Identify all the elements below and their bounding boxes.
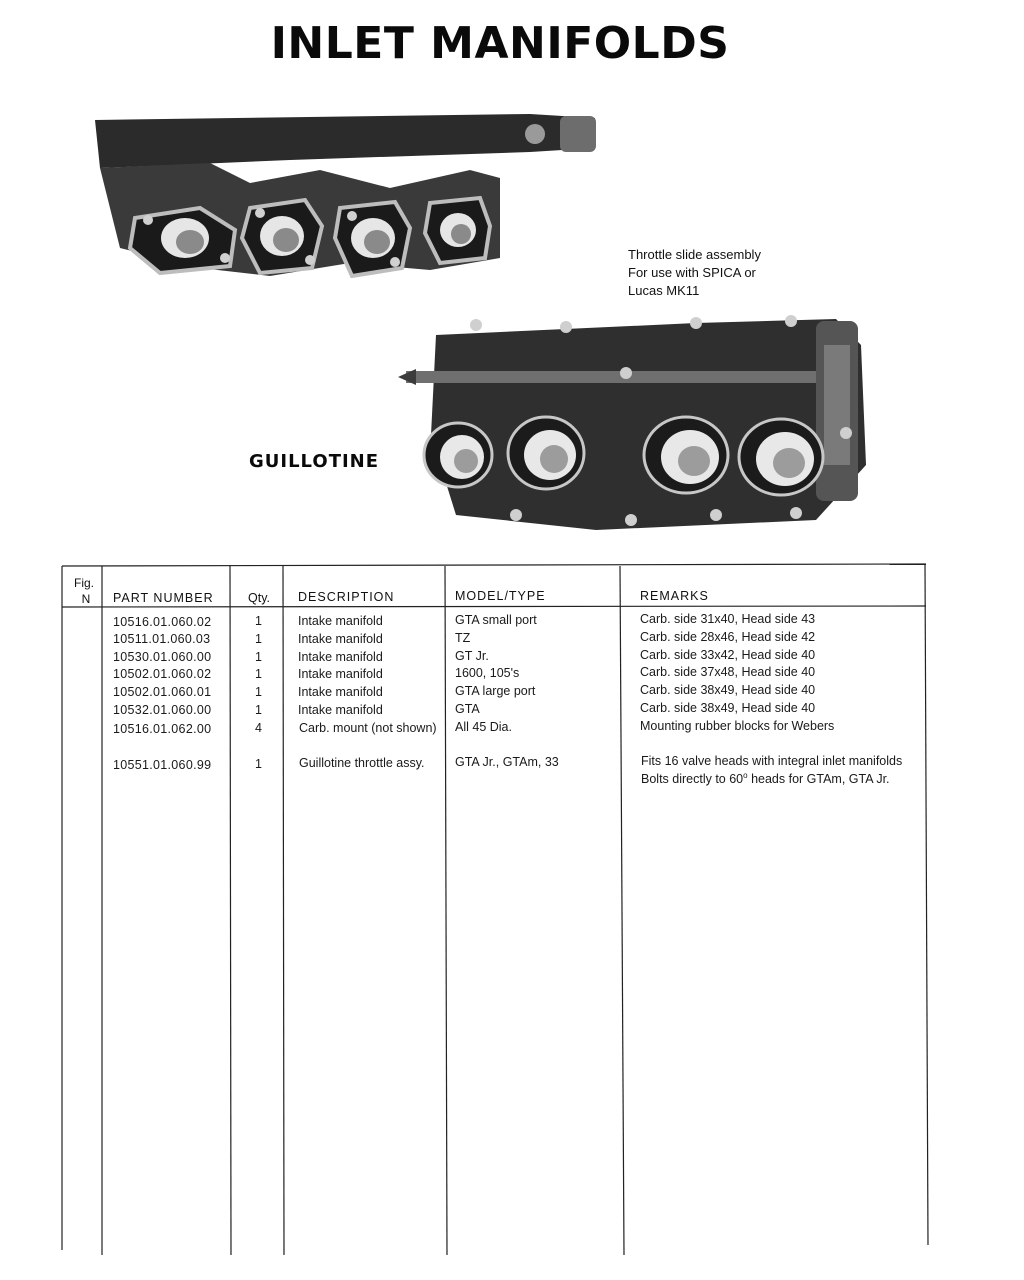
remarks-cell: Fits 16 valve heads with integral inlet … [641,754,903,768]
model-cell: GT Jr. [455,649,489,663]
description-cell: Guillotine throttle assy. [299,756,425,770]
part-number-cell: 10516.01.062.00 [113,722,212,736]
model-cell: All 45 Dia. [455,720,512,734]
qty-cell: 1 [255,757,262,771]
qty-cell: 1 [255,614,262,628]
description-cell: Intake manifold [298,632,383,646]
remarks-cell: Carb. side 38x49, Head side 40 [640,683,816,697]
header-fig-line2: N [81,592,91,606]
remarks-cell-line2: Bolts directly to 60o heads for GTAm, GT… [641,771,890,786]
remarks-cell: Carb. side 33x42, Head side 40 [640,648,816,662]
manifold-photo [90,108,610,293]
caption-line: Throttle slide assembly [628,247,761,262]
description-cell: Intake manifold [298,614,383,628]
guillotine-label: GUILLOTINE [249,451,380,472]
header-description: DESCRIPTION [298,590,395,604]
guillotine-photo [396,315,881,537]
model-cell: TZ [455,631,471,645]
part-number-cell: 10502.01.060.02 [113,667,212,681]
caption-line: For use with SPICA or [628,265,756,280]
header-fig: Fig. N [74,575,94,607]
header-model-type: MODEL/TYPE [455,589,546,603]
remarks-cell: Carb. side 28x46, Head side 42 [640,630,816,644]
part-number-cell: 10511.01.060.03 [113,632,211,646]
description-cell: Carb. mount (not shown) [299,721,437,735]
part-number-cell: 10530.01.060.00 [113,650,212,664]
qty-cell: 1 [255,650,262,664]
part-number-cell: 10516.01.060.02 [113,615,212,629]
header-fig-line1: Fig. [74,576,95,590]
qty-cell: 1 [255,685,262,699]
qty-cell: 4 [255,721,262,735]
caption-line: Lucas MK11 [628,283,700,298]
remarks-text: heads for GTAm, GTA Jr. [747,772,890,787]
header-part-number: PART NUMBER [113,591,214,605]
description-cell: Intake manifold [298,650,383,664]
description-cell: Intake manifold [298,667,383,681]
description-cell: Intake manifold [298,703,383,717]
header-qty: Qty. [248,591,270,605]
part-number-cell: 10502.01.060.01 [113,685,212,699]
throttle-caption: Throttle slide assembly For use with SPI… [628,246,761,300]
model-cell: GTA [455,702,480,716]
qty-cell: 1 [255,632,262,646]
header-remarks: REMARKS [640,589,709,603]
description-cell: Intake manifold [298,685,383,699]
part-number-cell: 10532.01.060.00 [113,703,212,717]
page-title: INLET MANIFOLDS [270,18,730,69]
degree-mark: o [743,771,748,780]
model-cell: GTA large port [455,684,536,698]
remarks-cell: Carb. side 31x40, Head side 43 [640,612,816,626]
qty-cell: 1 [255,703,262,717]
remarks-cell: Mounting rubber blocks for Webers [640,719,835,733]
model-cell: 1600, 105's [455,666,520,680]
remarks-cell: Carb. side 38x49, Head side 40 [640,701,816,715]
qty-cell: 1 [255,667,262,681]
part-number-cell: 10551.01.060.99 [113,758,212,772]
model-cell: GTA small port [455,613,537,627]
remarks-cell: Carb. side 37x48, Head side 40 [640,665,816,679]
remarks-text: Bolts directly to 60 [641,772,744,787]
model-cell: GTA Jr., GTAm, 33 [455,755,559,769]
